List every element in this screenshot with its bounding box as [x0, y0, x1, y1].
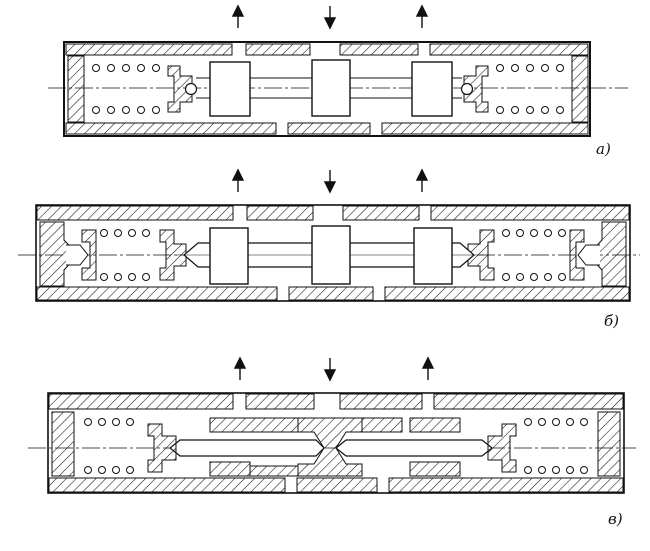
- spring-seat-end-right-b: [569, 229, 585, 281]
- spring-seat-right-c: [487, 423, 517, 473]
- spring-right-a: [496, 64, 564, 114]
- spring-seat-left-a: [167, 65, 193, 113]
- pin-right-c: [335, 439, 493, 457]
- top-wall-b: [36, 205, 630, 221]
- end-cap-right-a: [571, 55, 589, 123]
- spring-seat-left-b: [159, 229, 187, 281]
- housing-frame-a: [63, 41, 591, 137]
- end-cap-left-a: [67, 55, 85, 123]
- spring-seat-right-a: [463, 65, 489, 113]
- panel-c: [28, 356, 636, 494]
- ball-left-a: [184, 82, 198, 96]
- bottom-wall-b: [36, 286, 630, 301]
- end-cap-right-c: [597, 411, 621, 477]
- bottom-wall-a: [65, 122, 589, 135]
- spring-left-a: [92, 64, 160, 114]
- spool-land-right-a: [411, 61, 453, 117]
- end-cap-left-c: [51, 411, 75, 477]
- spool-land-center-a: [311, 59, 351, 117]
- spool-body-c: [209, 417, 461, 477]
- spring-seat-end-left-b: [81, 229, 97, 281]
- spring-seat-left-c: [147, 423, 177, 473]
- top-wall-c: [48, 393, 624, 410]
- spool-land-left-b: [209, 227, 249, 285]
- panel-label-a: а): [596, 140, 611, 158]
- flow-arrows-a: [231, 4, 429, 30]
- panel-a: [48, 4, 628, 137]
- spool-land-left-a: [209, 61, 251, 117]
- pin-left-c: [169, 439, 325, 457]
- top-wall-a: [65, 43, 589, 56]
- end-pin-right-b: [577, 244, 600, 266]
- flow-arrows-b: [231, 168, 429, 194]
- bottom-wall-c: [48, 477, 624, 493]
- housing-frame-b: [35, 204, 631, 302]
- panel-label-b: б): [604, 312, 620, 330]
- end-pin-left-b: [66, 244, 89, 266]
- housing-frame-c: [47, 392, 625, 494]
- spool-land-right-b: [413, 227, 453, 285]
- spring-left-c: [84, 418, 134, 474]
- panel-b: [18, 168, 640, 302]
- spring-left-b: [100, 229, 150, 281]
- spring-right-c: [524, 418, 588, 474]
- ball-right-a: [460, 82, 474, 96]
- panel-label-c: в): [608, 510, 623, 528]
- spool-land-center-b: [311, 225, 351, 285]
- spring-right-b: [502, 229, 566, 281]
- flow-arrows-c: [233, 356, 435, 382]
